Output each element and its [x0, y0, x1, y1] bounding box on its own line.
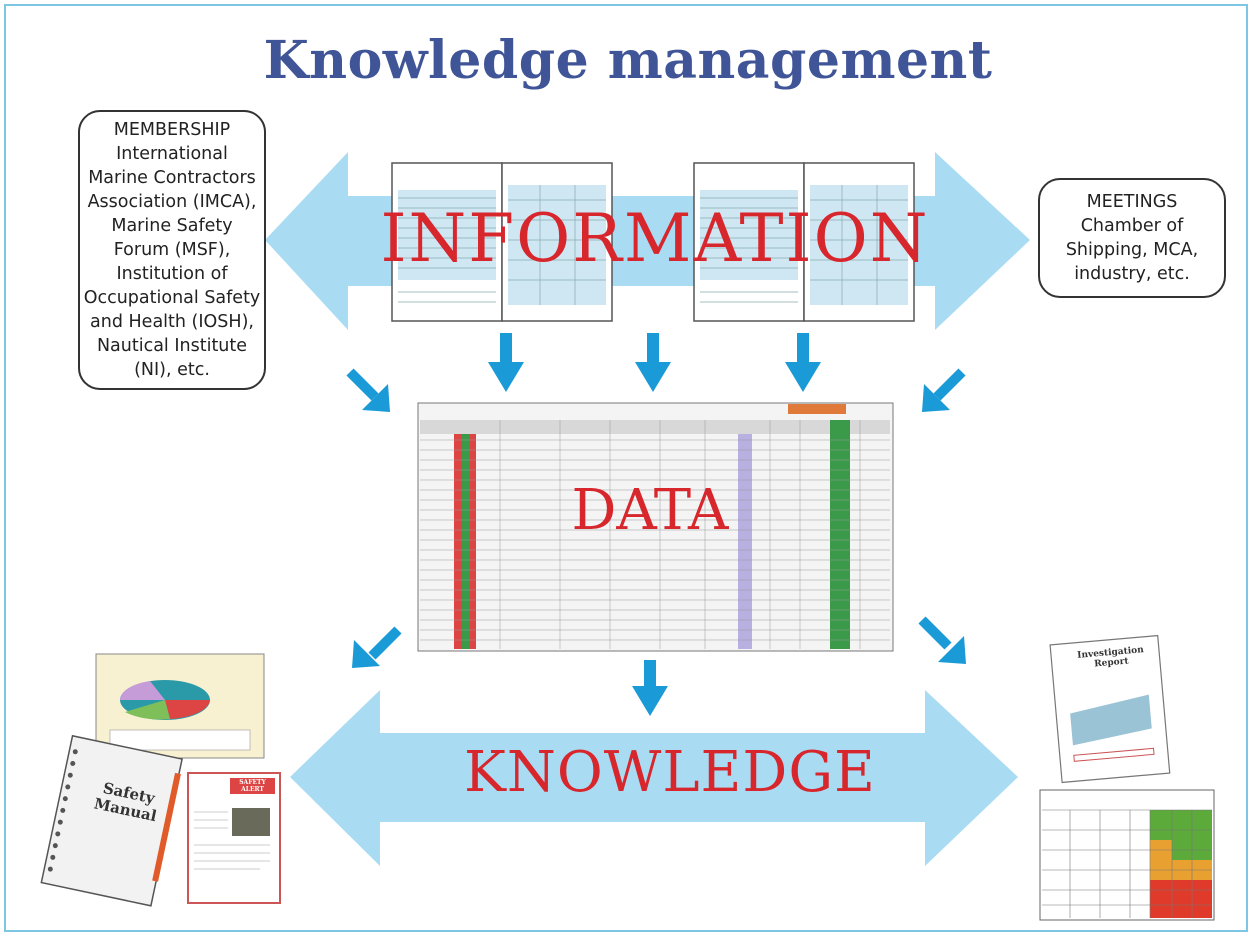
pie-chart-report: [95, 653, 265, 759]
membership-line: Occupational Safety: [83, 288, 261, 308]
membership-line: and Health (IOSH),: [90, 312, 254, 332]
meetings-line: industry, etc.: [1074, 264, 1190, 284]
meetings-line: Shipping, MCA,: [1065, 240, 1199, 260]
down-arrow-3: [785, 333, 821, 392]
down-arrow-2: [635, 333, 671, 392]
safety-manual-thumbnail: [40, 734, 183, 907]
form-sheet-1: [391, 162, 503, 322]
form-sheet-3: [693, 162, 805, 322]
safety-alert-thumbnail: [187, 772, 281, 904]
form-sheet-4: [803, 162, 915, 322]
diagonal-arrow-left-top: [346, 368, 390, 412]
down-arrow-1: [488, 333, 524, 392]
membership-line: MEMBERSHIP: [113, 120, 231, 140]
membership-line: International: [116, 144, 228, 164]
meetings-line: MEETINGS: [1086, 192, 1178, 212]
membership-line: Forum (MSF),: [113, 240, 231, 260]
information-label: INFORMATION: [380, 200, 930, 277]
diagonal-arrow-right-bottom: [918, 616, 966, 664]
membership-line: Institution of: [116, 264, 228, 284]
membership-box: MEMBERSHIP International Marine Contract…: [78, 110, 266, 390]
diagonal-arrow-left-bottom: [352, 626, 402, 668]
membership-line: (NI), etc.: [134, 360, 210, 380]
page-title: Knowledge management: [263, 30, 993, 91]
investigation-report-thumbnail: [1049, 634, 1171, 784]
knowledge-double-arrow: [290, 690, 1018, 866]
diagonal-arrow-right-top: [922, 368, 966, 412]
membership-line: Association (IMCA),: [87, 192, 257, 212]
down-arrow-4: [632, 660, 668, 716]
membership-line: Nautical Institute: [96, 336, 248, 356]
form-sheet-2: [501, 162, 613, 322]
membership-line: Marine Safety: [111, 216, 233, 236]
meetings-box: MEETINGS Chamber of Shipping, MCA, indus…: [1038, 178, 1226, 298]
data-label: DATA: [571, 478, 729, 543]
meetings-line: Chamber of: [1080, 216, 1184, 236]
severity-matrix-thumbnail: [1039, 789, 1215, 921]
knowledge-label: KNOWLEDGE: [464, 740, 876, 805]
safety-alert-label: SAFETY ALERT: [239, 779, 266, 793]
membership-line: Marine Contractors: [88, 168, 256, 188]
